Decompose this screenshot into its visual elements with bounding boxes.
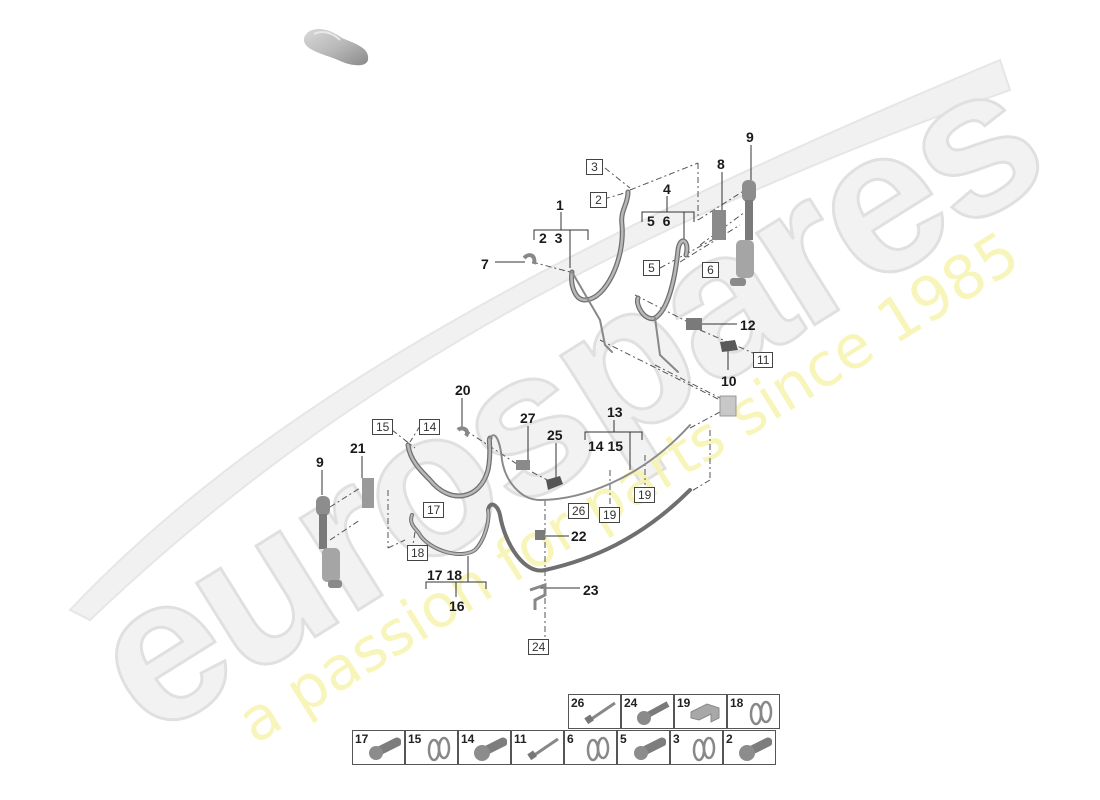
- legend-cell-11[interactable]: 11: [511, 730, 564, 765]
- legend-cell-18[interactable]: 18: [727, 694, 780, 729]
- boxed-label-6[interactable]: 6: [702, 262, 719, 278]
- callout-16[interactable]: 16: [449, 598, 465, 614]
- callout-8[interactable]: 8: [717, 156, 725, 172]
- boxed-label-14[interactable]: 14: [419, 419, 441, 435]
- callout-2-3[interactable]: 2 3: [539, 230, 563, 246]
- legend-cell-6[interactable]: 6: [564, 730, 617, 765]
- callout-1[interactable]: 1: [556, 197, 564, 213]
- boxed-label-19a[interactable]: 19: [599, 507, 621, 523]
- strut-right-9: [730, 180, 756, 286]
- callout-17-18[interactable]: 17 18: [427, 567, 463, 583]
- callout-7[interactable]: 7: [481, 256, 489, 272]
- callout-25[interactable]: 25: [547, 427, 563, 443]
- boxed-label-5[interactable]: 5: [643, 260, 660, 276]
- banjo-bolt-icon: [369, 737, 401, 760]
- boxed-label-18[interactable]: 18: [407, 545, 429, 561]
- rivet-long-icon: [584, 701, 616, 725]
- callout-20[interactable]: 20: [455, 382, 471, 398]
- callout-12[interactable]: 12: [740, 317, 756, 333]
- spring-clip-icon: [586, 736, 610, 762]
- watermark-swoosh: [68, 58, 1012, 622]
- callout-14-15[interactable]: 14 15: [588, 438, 624, 454]
- boxed-label-19b[interactable]: 19: [634, 487, 656, 503]
- boxed-label-15[interactable]: 15: [372, 419, 394, 435]
- banjo-bolt-icon: [634, 737, 666, 760]
- strut-left-9: [316, 496, 342, 588]
- callout-23[interactable]: 23: [583, 582, 599, 598]
- spring-clip-icon: [749, 700, 773, 726]
- clip-bracket-icon: [690, 703, 720, 723]
- callout-4[interactable]: 4: [663, 181, 671, 197]
- legend-cell-26[interactable]: 26: [568, 694, 621, 729]
- callout-21[interactable]: 21: [350, 440, 366, 456]
- boxed-label-3[interactable]: 3: [586, 159, 603, 175]
- callout-27[interactable]: 27: [520, 410, 536, 426]
- banjo-bolt-icon: [474, 737, 507, 761]
- boxed-label-17[interactable]: 17: [423, 502, 445, 518]
- legend-cell-24[interactable]: 24: [621, 694, 674, 729]
- spring-clip-icon: [692, 736, 716, 762]
- bolt-flange-icon: [637, 701, 670, 725]
- legend-cell-14[interactable]: 14: [458, 730, 511, 765]
- callout-10[interactable]: 10: [721, 373, 737, 389]
- callout-22[interactable]: 22: [571, 528, 587, 544]
- legend-cell-15[interactable]: 15: [405, 730, 458, 765]
- legend-cell-19[interactable]: 19: [674, 694, 727, 729]
- callout-13[interactable]: 13: [607, 404, 623, 420]
- callout-9-left[interactable]: 9: [316, 454, 324, 470]
- rivet-long-icon: [527, 737, 559, 761]
- legend-cell-2[interactable]: 2: [723, 730, 776, 765]
- legend-cell-17[interactable]: 17: [352, 730, 405, 765]
- vehicle-thumbnail[interactable]: [300, 20, 375, 70]
- boxed-label-24[interactable]: 24: [528, 639, 550, 655]
- boxed-label-11[interactable]: 11: [753, 352, 774, 368]
- callout-9-right[interactable]: 9: [746, 129, 754, 145]
- legend-cell-3[interactable]: 3: [670, 730, 723, 765]
- boxed-label-2[interactable]: 2: [590, 192, 607, 208]
- callout-5-6[interactable]: 5 6: [647, 213, 671, 229]
- spring-clip-icon: [427, 736, 451, 762]
- boxed-label-26[interactable]: 26: [568, 503, 590, 519]
- legend-cell-5[interactable]: 5: [617, 730, 670, 765]
- banjo-bolt-icon: [739, 737, 772, 761]
